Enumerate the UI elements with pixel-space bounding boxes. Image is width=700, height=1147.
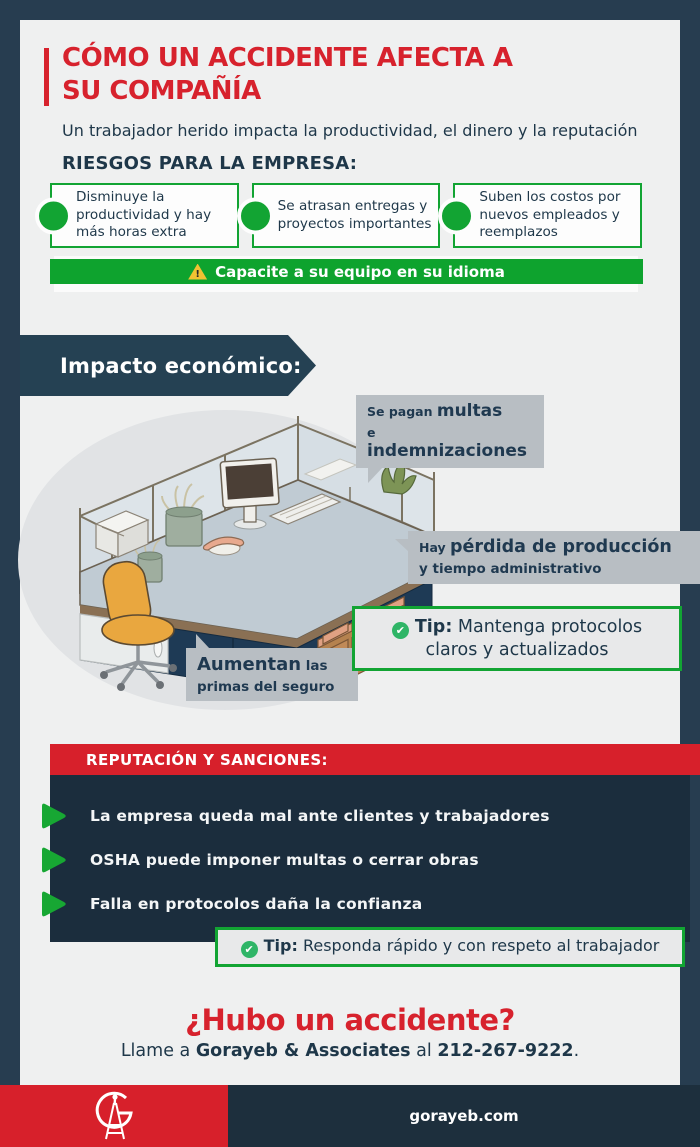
- label-fines-pre1: Se pagan: [367, 404, 437, 419]
- tip-text-line1: Mantenga protocolos: [452, 616, 643, 637]
- economic-impact-heading: Impacto económico:: [60, 353, 302, 378]
- label-prod-line2: y tiempo administrativo: [419, 561, 602, 578]
- tip-respond: ✔ Tip: Responda rápido y con respeto al t…: [215, 927, 685, 967]
- label-fines-pre2: e: [367, 424, 376, 440]
- label-prem-line2: primas del seguro: [197, 678, 335, 695]
- reputation-item-text: Falla en protocolos daña la confianza: [90, 895, 423, 913]
- arrow-bullet-icon: [42, 803, 66, 829]
- label-prem-big: Aumentan: [197, 654, 302, 675]
- check-icon: ✔: [240, 941, 258, 958]
- title-accent-bar: [44, 48, 49, 106]
- label-fines: Se pagan multas e indemnizaciones: [356, 395, 544, 483]
- title-line2: SU COMPAÑÍA: [62, 75, 261, 106]
- plants: [133, 483, 205, 583]
- footer-website[interactable]: gorayeb.com: [409, 1107, 519, 1125]
- cta-firm-name: Gorayeb & Associates: [195, 1041, 411, 1061]
- reputation-section: [50, 744, 690, 942]
- reputation-item: OSHA puede imponer multas o cerrar obras: [38, 845, 678, 875]
- risk-box-text: Se atrasan entregas y proyectos importan…: [277, 197, 432, 232]
- page-subtitle: Un trabajador herido impacta la producti…: [62, 121, 638, 140]
- reputation-item-text: OSHA puede imponer multas o cerrar obras: [90, 851, 479, 869]
- label-fines-big2: indemnizaciones: [367, 441, 527, 462]
- label-insurance-premiums: Aumentan las primas del seguro: [186, 633, 358, 702]
- label-production-loss: Hay pérdida de producción y tiempo admin…: [395, 531, 700, 584]
- reputation-item: Falla en protocolos daña la confianza: [38, 889, 678, 919]
- warning-icon: !: [188, 263, 208, 280]
- reputation-list: La empresa queda mal ante clientes y tra…: [38, 801, 678, 933]
- risk-box-text: Suben los costos por nuevos empleados y …: [479, 189, 621, 241]
- desk-phone: [202, 536, 245, 556]
- cta-question: ¿Hubo un accidente?: [185, 1003, 515, 1037]
- arrow-bullet-icon: [42, 891, 66, 917]
- cta-call-mid: al: [410, 1041, 438, 1061]
- keyboard: [268, 493, 342, 525]
- check-icon: ✔: [391, 621, 409, 639]
- reputation-item: La empresa queda mal ante clientes y tra…: [38, 801, 678, 831]
- cta-call-line: Llame a Gorayeb & Associates al 212-267-…: [0, 1041, 700, 1061]
- footer-logo-box: [0, 1085, 228, 1147]
- gorayeb-logo: [95, 1091, 133, 1140]
- cta-call-end: .: [573, 1041, 580, 1061]
- label-prod-pre: Hay: [419, 540, 451, 555]
- risk-boxes-row: Disminuye la productividad y hay más hor…: [35, 183, 643, 249]
- green-dot-icon: [35, 197, 72, 234]
- tip-label: Tip:: [414, 616, 453, 637]
- arrow-bullet-icon: [42, 847, 66, 873]
- label-prem-post: las: [301, 658, 328, 674]
- cta-call-pre: Llame a: [120, 1041, 196, 1061]
- printer: [94, 510, 150, 558]
- training-banner: ! Capacite a su equipo en su idioma: [50, 259, 643, 284]
- training-banner-text: Capacite a su equipo en su idioma: [215, 262, 505, 281]
- risk-box-productivity: Disminuye la productividad y hay más hor…: [35, 183, 239, 249]
- monitor: [219, 457, 280, 530]
- economic-impact-banner: Impacto económico:: [20, 335, 316, 396]
- risks-heading: RIESGOS PARA LA EMPRESA:: [62, 153, 358, 174]
- footer-bar: gorayeb.com: [228, 1085, 700, 1147]
- reputation-banner: REPUTACIÓN Y SANCIONES:: [50, 744, 700, 775]
- title-line1: CÓMO UN ACCIDENTE AFECTA A: [62, 43, 513, 73]
- label-fines-big1: multas: [436, 401, 503, 421]
- green-dot-icon: [438, 197, 476, 234]
- reputation-banner-text: REPUTACIÓN Y SANCIONES:: [86, 750, 328, 769]
- tip-label: Tip:: [263, 936, 298, 955]
- risk-box-costs: Suben los costos por nuevos empleados y …: [438, 183, 643, 249]
- tip-text-line2: claros y actualizados: [425, 639, 609, 660]
- tip-text: Responda rápido y con respeto al trabaja…: [297, 936, 660, 955]
- page-title: CÓMO UN ACCIDENTE AFECTA A SU COMPAÑÍA: [62, 42, 662, 107]
- cta-phone-number[interactable]: 212-267-9222: [437, 1041, 574, 1061]
- risk-box-text: Disminuye la productividad y hay más hor…: [76, 189, 212, 241]
- label-prod-big: pérdida de producción: [450, 537, 672, 557]
- green-dot-icon: [236, 197, 274, 234]
- reputation-item-text: La empresa queda mal ante clientes y tra…: [90, 807, 550, 825]
- risk-box-delays: Se atrasan entregas y proyectos importan…: [236, 183, 441, 249]
- tip-protocols: ✔ Tip: Mantenga protocolos claros y actua…: [352, 606, 682, 671]
- office-chair: [100, 560, 177, 691]
